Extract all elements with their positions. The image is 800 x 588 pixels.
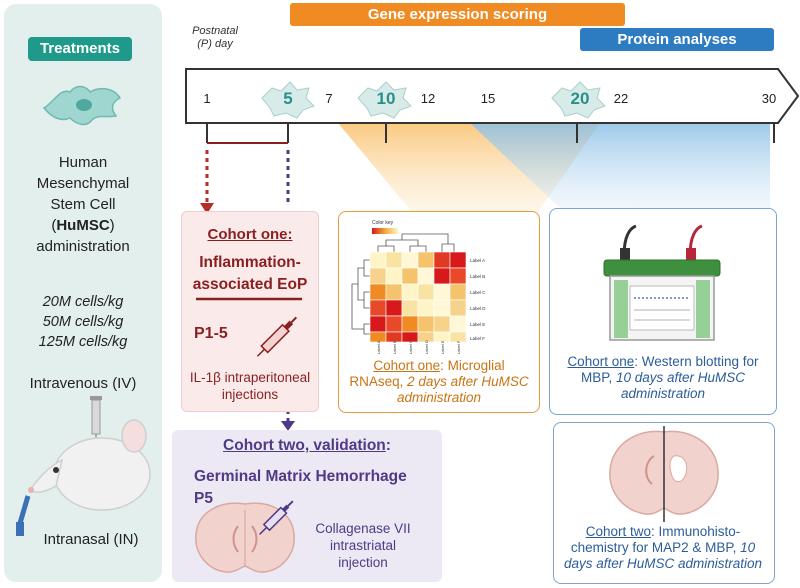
stem-cell-line-3: Stem Cell: [50, 196, 116, 213]
dendrogram-rows: [351, 259, 370, 335]
model-line-1: Inflammation-: [199, 254, 301, 271]
desc-line-1: Collagenase VII: [315, 521, 411, 536]
caption-line-3: administration: [396, 390, 482, 405]
heatmap-col-labels: Label A Label B Label C Label D Label E …: [376, 340, 461, 354]
dose-2: 50M cells/kg: [42, 314, 124, 330]
axis-label-line-1: Postnatal: [192, 25, 238, 37]
heatmap-row-labels: Label A Label B Label C Label D Label E …: [470, 258, 486, 341]
caption-line-3: administration: [620, 386, 706, 401]
col-label: Label F: [456, 340, 461, 354]
highlight-day-20: 20: [570, 89, 590, 108]
tick-label-12: 12: [420, 91, 436, 106]
highlight-day-5: 5: [283, 89, 293, 108]
dose-3: 125M cells/kg: [38, 334, 128, 350]
ihc-caption: Cohort two: Immunohisto- chemistry for M…: [555, 524, 771, 572]
stem-cell-line-5: administration: [36, 238, 130, 255]
blue-beam: [470, 123, 770, 208]
heatmap-illustration: Color key: [351, 220, 486, 354]
arrowhead-purple: [281, 421, 295, 431]
caption-line-2: RNAseq, 2 days after HuMSC: [349, 374, 529, 389]
col-label: Label E: [440, 340, 445, 354]
western-blot-apparatus-icon: [603, 224, 721, 341]
color-key-bar: [372, 228, 398, 234]
cohort-one-title: Cohort one:: [207, 226, 293, 243]
protein-analyses-bar: Protein analyses: [580, 28, 774, 51]
col-label: Label D: [424, 340, 429, 354]
col-label: Label A: [376, 340, 381, 354]
star-5: [261, 81, 315, 119]
cohort-two-model: Germinal Matrix Hemorrhage: [194, 468, 407, 485]
row-label: Label F: [470, 336, 485, 341]
syringe-icon-2: [259, 500, 294, 535]
gene-expression-bar: Gene expression scoring: [290, 3, 625, 26]
desc-line-2: injections: [221, 387, 279, 402]
stem-cell-line-1: Human: [58, 154, 108, 171]
cohort-one-model: Inflammation- associated EoP: [181, 252, 319, 296]
desc-line-2: intrastriatal: [329, 538, 397, 553]
tick-label-30: 30: [761, 91, 777, 106]
tick-label-22: 22: [613, 91, 629, 106]
caption-line-1: Cohort two: Immunohisto-: [585, 524, 741, 539]
color-key-label: Color key: [372, 220, 394, 226]
rat-icon: [16, 396, 151, 536]
row-label: Label C: [470, 290, 486, 295]
cohort-two-description: Collagenase VII intrastriatal injection: [313, 520, 413, 571]
tick-label-15: 15: [480, 91, 496, 106]
dose-1: 20M cells/kg: [42, 294, 124, 310]
tick-label-1: 1: [203, 91, 211, 106]
row-label: Label B: [470, 274, 485, 279]
col-label: Label B: [392, 340, 397, 354]
western-blot-caption: Cohort one: Western blotting for MBP, 10…: [551, 354, 775, 402]
brain-ihc-icon: [609, 426, 719, 522]
cohort-one-box: [181, 211, 319, 412]
cohort-one-description: IL-1β intraperitoneal injections: [181, 369, 319, 403]
heatmap-cells: [369, 251, 467, 343]
timeline-arrow: [185, 68, 800, 124]
model-line-2: associated EoP: [192, 276, 308, 293]
tick-label-7: 7: [325, 91, 333, 106]
row-label: Label A: [470, 258, 485, 263]
timeline-axis-label: Postnatal (P) day: [178, 25, 252, 51]
desc-line-3: injection: [338, 555, 388, 570]
syringe-icon: [256, 316, 298, 357]
stem-cell-icon: [42, 85, 122, 126]
divider-line: [196, 297, 302, 301]
dendrogram-cols: [377, 233, 455, 252]
arrowhead-red: [200, 203, 214, 214]
cohort-one-days: P1-5: [194, 325, 228, 342]
col-label: Label C: [408, 340, 413, 354]
row-label: Label E: [470, 322, 485, 327]
caption-line-3: days after HuMSC administration: [563, 556, 763, 571]
cohort-two-day: P5: [194, 490, 213, 507]
caption-line-1: Cohort one: Microglial: [373, 358, 505, 373]
caption-line-2: chemistry for MAP2 & MBP, 10: [570, 540, 756, 555]
row-label: Label D: [470, 306, 486, 311]
route-iv: Intravenous (IV): [29, 375, 137, 392]
desc-line-1: IL-1β intraperitoneal: [189, 370, 311, 385]
caption-line-2: MBP, 10 days after HuMSC: [580, 370, 746, 385]
cohort-two-title: Cohort two, validation:: [223, 437, 391, 454]
star-10: [357, 81, 412, 119]
treatments-badge: Treatments: [28, 37, 132, 61]
axis-label-line-2: (P) day: [197, 38, 233, 50]
rnaseq-caption: Cohort one: Microglial RNAseq, 2 days af…: [340, 358, 538, 406]
stem-cell-line-2: Mesenchymal: [36, 175, 130, 192]
stem-cell-line-4: (HuMSC): [51, 217, 115, 234]
route-in: Intranasal (IN): [43, 531, 139, 548]
star-20: [551, 81, 606, 119]
caption-line-1: Cohort one: Western blotting for: [567, 354, 759, 369]
highlight-day-10: 10: [376, 89, 396, 108]
